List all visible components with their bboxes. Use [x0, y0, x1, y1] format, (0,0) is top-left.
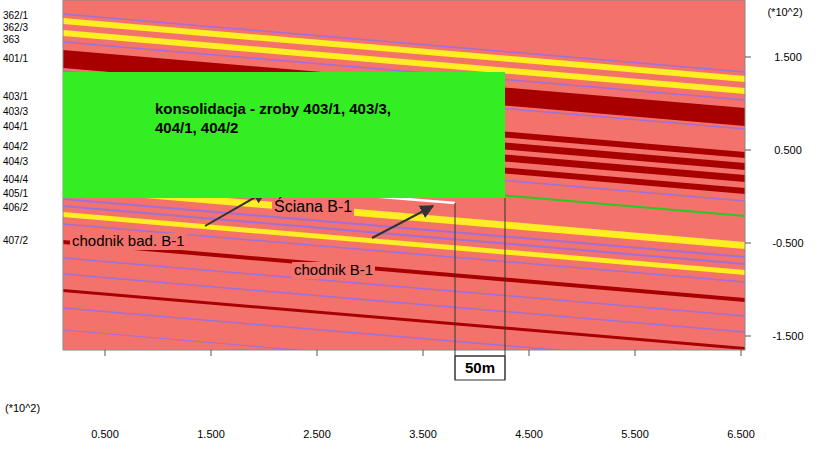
axis-value: -0.500 — [772, 237, 803, 249]
consolidation-zone: konsolidacja - zroby 403/1, 403/3, 404/1… — [63, 72, 505, 198]
zone-label: konsolidacja - zroby 403/1, 403/3, 404/1… — [155, 100, 435, 138]
seam-label: 404/2 — [3, 141, 28, 152]
seam-label: 404/1 — [3, 121, 28, 132]
dimension-box — [455, 356, 505, 380]
axis-tick — [529, 350, 530, 356]
axis-unit: (*10^2) — [5, 402, 40, 414]
stratum-line — [63, 330, 745, 350]
stratum-line — [63, 199, 745, 257]
dimension-label: 50m — [465, 360, 495, 377]
axis-unit: (*10^2) — [767, 6, 802, 18]
seam-label: 406/2 — [3, 202, 28, 213]
axis-value: 2.500 — [303, 428, 331, 440]
axis-value: 0.500 — [91, 428, 119, 440]
axis-tick — [317, 350, 318, 356]
stratum-line — [63, 274, 745, 332]
axis-tick — [741, 350, 742, 356]
stratum-line — [63, 224, 745, 282]
axis-tick — [423, 350, 424, 356]
seam-label: 362/1 — [3, 10, 28, 21]
axis-tick — [745, 150, 751, 151]
stratum-line — [63, 258, 745, 316]
axis-value: -1.500 — [772, 330, 803, 342]
stratum-band — [63, 289, 745, 350]
seam-label: 405/1 — [3, 188, 28, 199]
axis-tick — [105, 350, 106, 356]
axis-tick — [745, 57, 751, 58]
axis-value: 1.500 — [774, 51, 802, 63]
axis-tick — [211, 350, 212, 356]
seam-label: 407/2 — [3, 235, 28, 246]
seam-label: 403/1 — [3, 91, 28, 102]
axis-value: 1.500 — [197, 428, 225, 440]
seam-label: 401/1 — [3, 53, 28, 64]
axis-tick — [635, 350, 636, 356]
axis-value: 6.500 — [727, 428, 755, 440]
leader-arrow — [372, 206, 433, 238]
roadway-label: chodnik bad. B-1 — [70, 233, 187, 250]
seam-label: 403/3 — [3, 106, 28, 117]
axis-value: 3.500 — [409, 428, 437, 440]
stratum-line — [63, 206, 745, 264]
seam-label: 404/3 — [3, 156, 28, 167]
seam-label: 404/4 — [3, 174, 28, 185]
axis-tick — [745, 336, 751, 337]
roadway-label: chodnik B-1 — [292, 262, 375, 279]
dimension-line — [505, 198, 506, 380]
longwall-label: Ściana B-1 — [272, 198, 354, 216]
dimension-line — [455, 203, 456, 380]
seam-label: 362/3 — [3, 22, 28, 33]
axis-value: 5.500 — [621, 428, 649, 440]
strata — [63, 0, 745, 350]
stratum-line — [63, 308, 745, 350]
seam-label: 363 — [3, 34, 20, 45]
axis-tick — [745, 243, 751, 244]
axis-value: 4.500 — [515, 428, 543, 440]
axis-value: 0.500 — [774, 144, 802, 156]
